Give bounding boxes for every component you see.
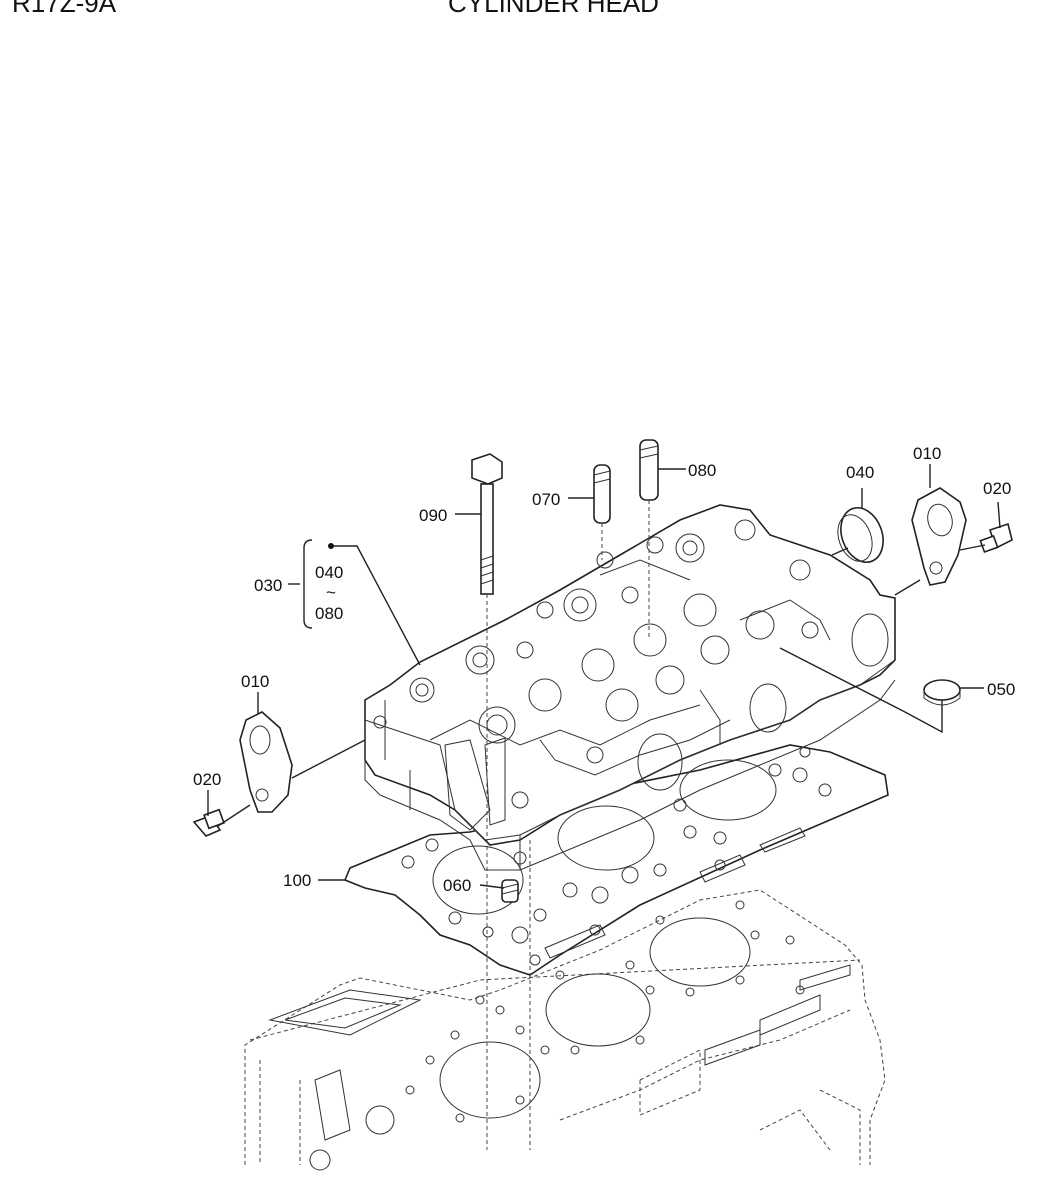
- callout-030-range-sep: ~: [326, 583, 336, 602]
- dowel-pin-060: [501, 879, 519, 903]
- callout-070: 070: [532, 490, 560, 509]
- plug-040: [837, 507, 884, 563]
- callout-labels: 010 020 040 050 070 080 090 030 040 ~ 08…: [193, 444, 1015, 895]
- callout-010-right: 010: [913, 444, 941, 463]
- cylinder-block: [244, 889, 886, 1171]
- callout-010-left: 010: [241, 672, 269, 691]
- bolt-020-left: [192, 808, 225, 837]
- callout-060: 060: [443, 876, 471, 895]
- callout-040: 040: [846, 463, 874, 482]
- callout-020-left: 020: [193, 770, 221, 789]
- callout-090: 090: [419, 506, 447, 525]
- stud-070: [593, 464, 611, 524]
- callout-030: 030: [254, 576, 282, 595]
- callout-020-right: 020: [983, 479, 1011, 498]
- model-code: R17Z-9A: [12, 0, 117, 18]
- hanger-010-left: [239, 711, 293, 813]
- callout-050: 050: [987, 680, 1015, 699]
- bolt-020-right: [979, 522, 1013, 554]
- callout-080: 080: [688, 461, 716, 480]
- callout-100: 100: [283, 871, 311, 890]
- head-bolt-090: [471, 453, 503, 595]
- callout-030-range-to: 080: [315, 604, 343, 623]
- leader-lines: [207, 464, 1001, 1150]
- page-title: CYLINDER HEAD: [448, 0, 659, 18]
- cylinder-head: [364, 504, 896, 871]
- hanger-010-right: [911, 487, 967, 586]
- stud-080: [639, 439, 659, 501]
- callout-030-range-from: 040: [315, 563, 343, 582]
